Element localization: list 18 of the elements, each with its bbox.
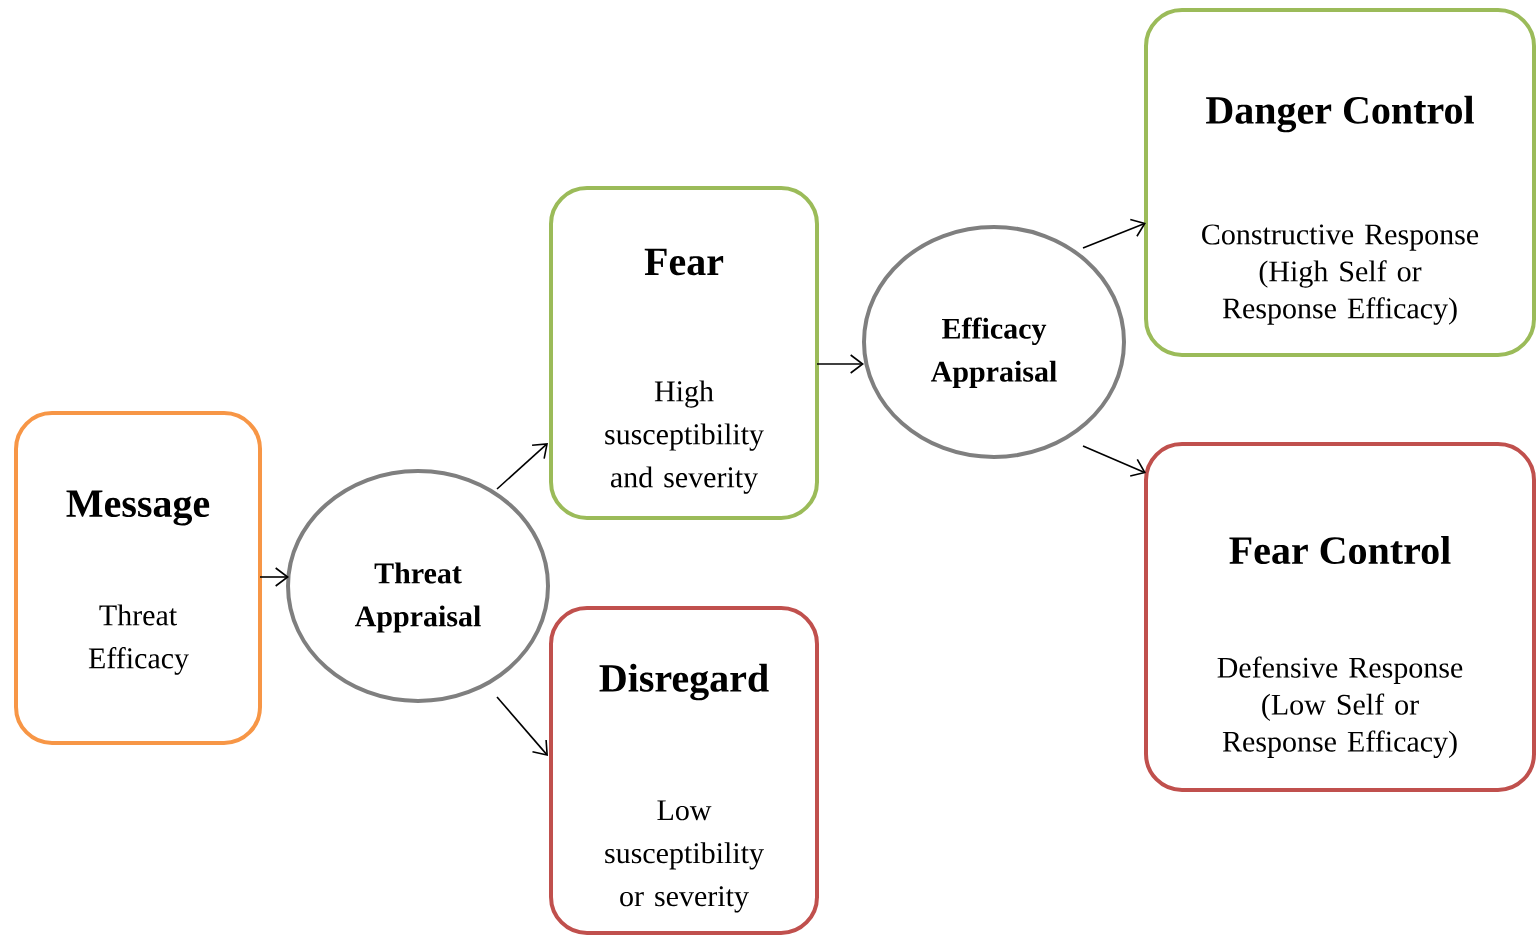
box-heading: Disregard: [599, 663, 769, 701]
box-heading: Fear: [644, 248, 724, 276]
box-text: Defensive Response (Low Self or Response Efficacy): [1217, 656, 1463, 758]
arrow: [1082, 218, 1146, 249]
arrow: [1082, 445, 1146, 477]
box-text: Low susceptibility or severity: [605, 800, 764, 913]
box-text: Constructive Response (High Self or Response Efficacy): [1202, 224, 1479, 325]
box-text: High susceptibility and severity: [605, 380, 764, 494]
box-text: Threat Efficacy: [88, 604, 189, 675]
circle-label: Threat Appraisal: [354, 562, 481, 633]
arrow: [259, 567, 289, 587]
box-heading: Danger Control: [1206, 95, 1474, 133]
arrow: [496, 443, 548, 490]
arrow: [496, 696, 548, 756]
box-heading: Fear Control: [1229, 535, 1451, 565]
arrow: [816, 354, 864, 374]
box-heading: Message: [66, 490, 210, 526]
circle-label: Efficacy Appraisal: [930, 317, 1057, 388]
